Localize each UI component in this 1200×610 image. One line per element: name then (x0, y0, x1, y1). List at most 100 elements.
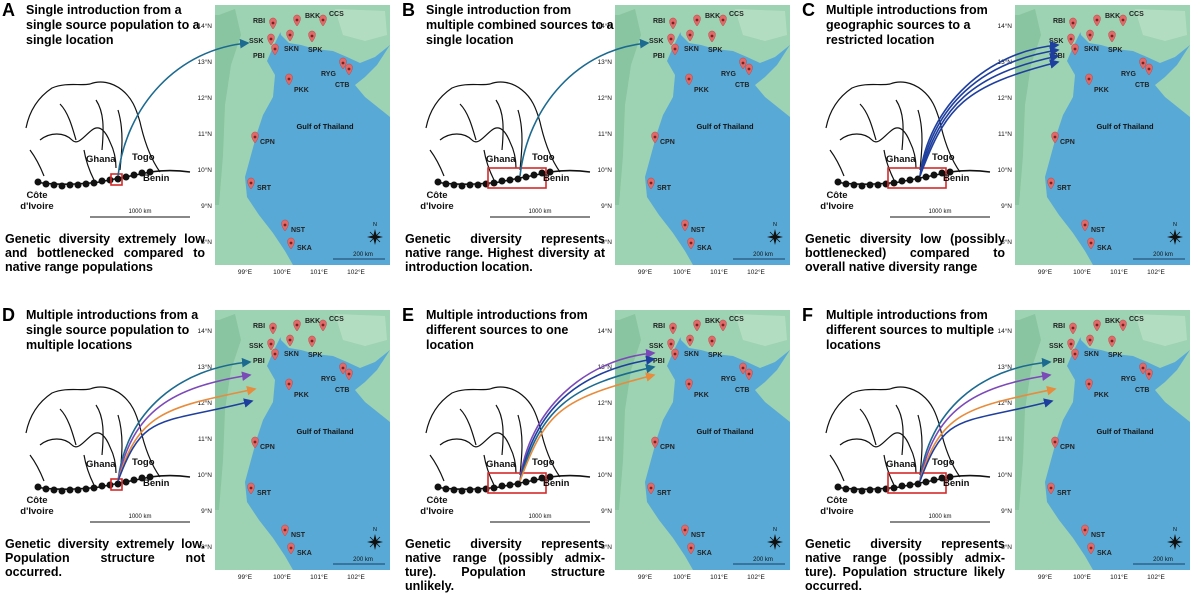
sample-dot (58, 487, 66, 495)
site-label-spk: SPK (308, 352, 322, 359)
sample-dot (466, 486, 474, 494)
source-box (887, 167, 947, 189)
sample-dot (866, 486, 874, 494)
country-label-ghana: Ghana (486, 154, 516, 165)
lon-tick: 102°E (747, 573, 765, 581)
panel-letter: F (802, 305, 813, 325)
sample-dot (490, 484, 498, 492)
north-arrow-icon (767, 534, 783, 550)
east-land (755, 350, 790, 422)
map-scale-label: 200 km (353, 252, 373, 258)
sample-dot (138, 169, 146, 177)
north-label: N (1173, 527, 1177, 533)
site-pin-ssk: SSK (1049, 338, 1075, 351)
site-label-pbi: PBI (1053, 358, 1065, 365)
site-pin-pkk: PKK (685, 378, 709, 399)
site-pin-srt: SRT (647, 482, 672, 497)
sample-dot (442, 180, 450, 188)
north-label: N (773, 527, 777, 533)
introduction-arrow (919, 357, 1052, 482)
site-label-bkk: BKK (705, 13, 720, 20)
east-land (1155, 350, 1190, 422)
panel-letter: A (2, 0, 15, 20)
site-pin-rbi: RBI (653, 17, 677, 30)
site-pin-spk: SPK (308, 335, 322, 359)
country-label-ghana: Ghana (886, 459, 916, 470)
introduction-arrow (919, 385, 1057, 482)
site-label-pbi: PBI (653, 358, 665, 365)
site-label-ctb: CTB (335, 387, 349, 394)
site-pin-ccs: CCS (719, 316, 744, 332)
site-label-ssk: SSK (649, 38, 663, 45)
site-pin-nst: NST (281, 219, 306, 234)
lat-tick: 11°N (198, 130, 212, 138)
site-pin-bkk: BKK (693, 318, 720, 332)
site-pin-pkk: PKK (285, 73, 309, 94)
lon-tick: 101°E (310, 573, 328, 581)
site-label-ccs: CCS (1129, 11, 1144, 18)
panel-letter: D (2, 305, 15, 325)
lat-tick: 9°N (1001, 202, 1012, 210)
sample-dot (498, 482, 506, 490)
site-label-cpn: CPN (1060, 139, 1075, 146)
east-land (1155, 45, 1190, 117)
site-label-skn: SKN (684, 46, 699, 53)
map-scale-label: 200 km (1153, 252, 1173, 258)
site-label-ssk: SSK (1049, 38, 1063, 45)
west-africa-map (425, 81, 591, 190)
lat-tick: 9°N (601, 507, 612, 515)
introduction-arrow (117, 371, 252, 482)
country-label-benin: Benin (143, 478, 170, 489)
site-label-skn: SKN (1084, 351, 1099, 358)
africa-scale-label: 1000 km (528, 514, 551, 520)
lon-tick: 101°E (1110, 268, 1128, 276)
sample-dot (530, 171, 538, 179)
site-label-bkk: BKK (1105, 13, 1120, 20)
lon-tick: 99°E (238, 573, 253, 581)
site-label-ccs: CCS (329, 316, 344, 323)
mountain-shade (615, 9, 641, 205)
africa-scale-label: 1000 km (528, 209, 551, 215)
country-label-benin: Benin (943, 173, 970, 184)
sample-dot (98, 177, 106, 185)
site-pin-bkk: BKK (1093, 13, 1120, 27)
site-label-ctb: CTB (735, 82, 749, 89)
site-pin-skn: SKN (1084, 334, 1099, 358)
lat-tick: 8°N (201, 543, 212, 551)
panel-letter: C (802, 0, 815, 20)
site-label-srt: SRT (657, 185, 672, 192)
introduction-arrow (519, 38, 650, 177)
site-pin-pbi: PBI (253, 43, 279, 60)
sample-dot (82, 180, 90, 188)
sea-label: Gulf of Thailand (1096, 427, 1153, 436)
site-label-rbi: RBI (253, 18, 265, 25)
site-pin-ssk: SSK (249, 338, 275, 351)
site-label-bkk: BKK (705, 318, 720, 325)
country-label-benin: Benin (543, 173, 570, 184)
lon-tick: 99°E (238, 268, 253, 276)
lat-tick: 13°N (597, 58, 612, 66)
lat-tick: 10°N (197, 166, 212, 174)
sample-dot (74, 181, 82, 189)
sample-dot (122, 173, 130, 181)
introduction-arrow (919, 40, 1060, 177)
lat-tick: 10°N (197, 471, 212, 479)
sample-dot (938, 474, 946, 482)
site-pin-ryg: RYG (721, 57, 747, 78)
site-pin-cpn: CPN (251, 131, 275, 146)
plain-shade (735, 9, 787, 41)
site-label-ctb: CTB (735, 387, 749, 394)
lat-tick: 8°N (1001, 543, 1012, 551)
source-box (110, 173, 123, 186)
sample-dot (106, 481, 114, 489)
lon-tick: 100°E (1073, 573, 1091, 581)
lon-tick: 102°E (347, 573, 365, 581)
sample-dot (466, 181, 474, 189)
sample-dot (522, 478, 530, 486)
site-label-rbi: RBI (1053, 18, 1065, 25)
panel-note: Genetic diversity extremely low and bott… (5, 232, 205, 274)
site-label-ryg: RYG (1121, 71, 1136, 78)
